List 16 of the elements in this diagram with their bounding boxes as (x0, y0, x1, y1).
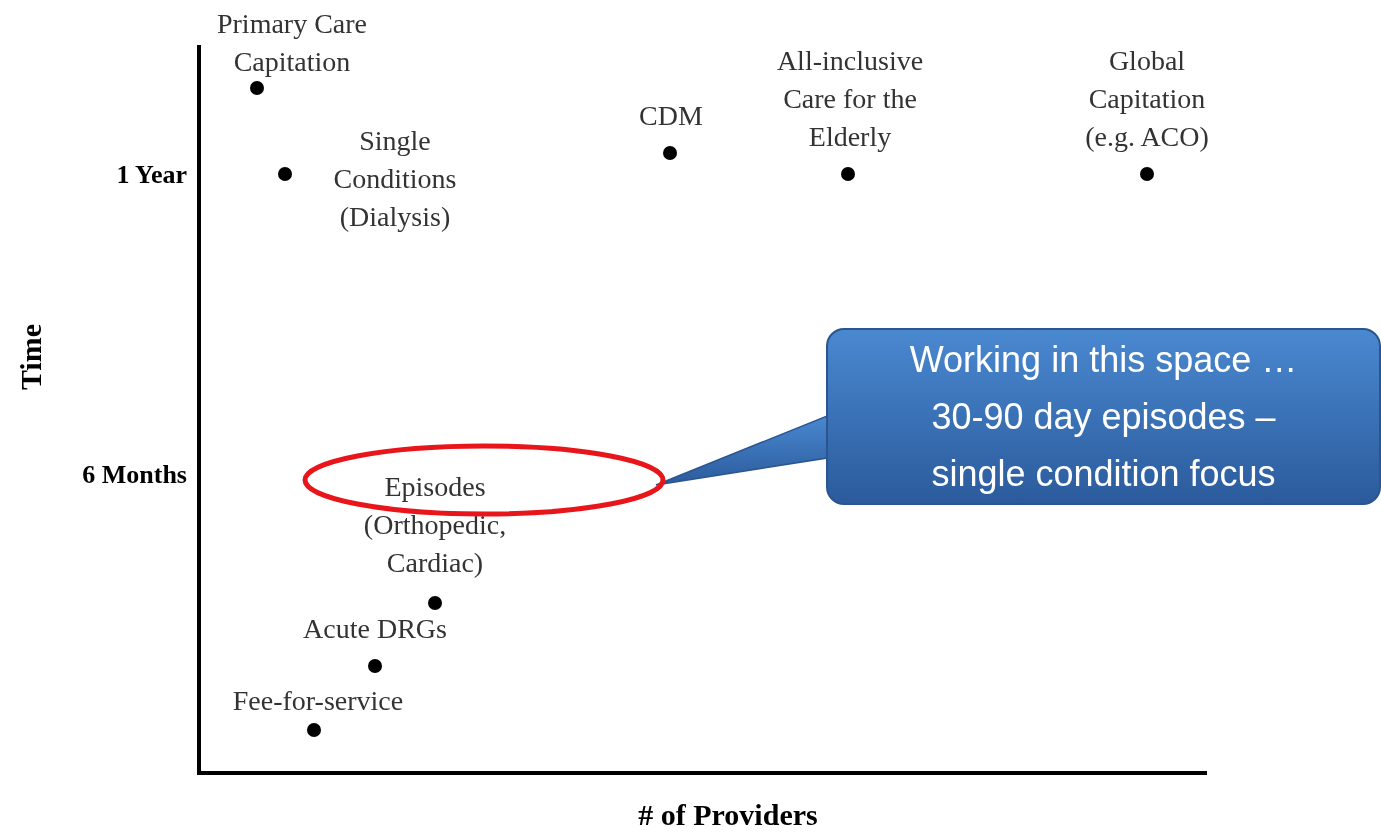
point-label: Episodes (Orthopedic, Cardiac) (362, 470, 508, 580)
point-label: CDM (638, 99, 704, 133)
point-label: Acute DRGs (302, 612, 448, 646)
callout-pointer (655, 414, 828, 486)
point-label: Single Conditions (Dialysis) (332, 124, 458, 234)
point-label: All-inclusive Care for the Elderly (775, 44, 925, 154)
axis-title: Time (14, 324, 48, 391)
callout-text: Working in this space … 30-90 day episodes – single condition focus (908, 338, 1299, 496)
point-label: Primary Care Capitation (215, 7, 369, 79)
point-label: Fee-for-service (231, 684, 405, 718)
axis-title: # of Providers (637, 798, 819, 832)
point-label: Global Capitation (e.g. ACO) (1084, 44, 1210, 154)
axis-tick-label: 1 Year (116, 160, 187, 190)
axis-tick-label: 6 Months (82, 460, 187, 490)
callout-box (826, 328, 1381, 505)
highlight-ellipse (302, 443, 666, 517)
